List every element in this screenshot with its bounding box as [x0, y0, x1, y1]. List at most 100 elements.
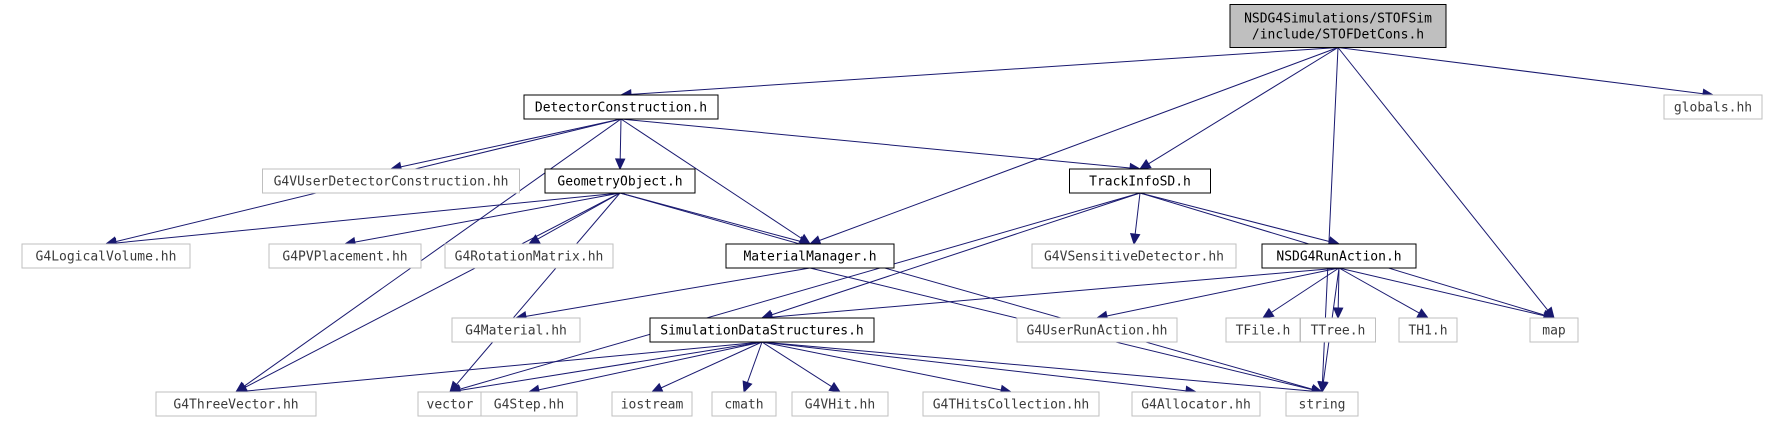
node-label: G4THitsCollection.hh: [933, 398, 1090, 413]
node-label: map: [1542, 324, 1566, 339]
node-label: G4VSensitiveDetector.hh: [1044, 250, 1224, 265]
edge-sds-to-vhit: [761, 341, 842, 393]
node-run[interactable]: NSDG4RunAction.h: [1261, 243, 1417, 269]
edge-line: [115, 192, 621, 244]
edge-line: [245, 341, 763, 392]
node-box: [711, 391, 777, 417]
node-label: G4UserRunAction.hh: [1027, 324, 1168, 339]
node-root[interactable]: NSDG4Simulations/STOFSim/include/STOFDet…: [1229, 4, 1447, 48]
edge-mat-to-g4mat: [514, 267, 811, 322]
edge-line: [456, 192, 621, 385]
node-box: [1229, 4, 1447, 48]
node-label: TrackInfoSD.h: [1089, 175, 1191, 190]
edge-line: [746, 341, 763, 383]
arrowhead-icon: [742, 380, 753, 394]
edge-line: [243, 118, 622, 387]
edge-run-to-ura: [1095, 267, 1340, 322]
arrowhead-icon: [1332, 307, 1344, 320]
node-cmath: cmath: [711, 391, 777, 417]
edge-line: [761, 341, 832, 388]
node-label: TTree.h: [1311, 324, 1366, 339]
node-sds[interactable]: SimulationDataStructures.h: [649, 317, 875, 343]
node-iostream: iostream: [611, 391, 693, 417]
edge-sds-to-cmath: [742, 341, 763, 394]
edge-dc-to-g4udc: [389, 118, 622, 172]
edge-line: [1148, 47, 1339, 165]
node-step: G4Step.hh: [480, 391, 578, 417]
edge-line: [620, 118, 1131, 169]
node-label: G4VUserDetectorConstruction.hh: [274, 175, 509, 190]
edge-root-to-dc: [619, 47, 1339, 100]
node-globals: globals.hh: [1663, 94, 1763, 120]
edge-line: [619, 118, 622, 160]
node-box: [1131, 391, 1261, 417]
edge-run-to-sds: [760, 267, 1340, 323]
node-label: MaterialManager.h: [743, 250, 876, 265]
node-vhit: G4VHit.hh: [791, 391, 889, 417]
node-box: [21, 243, 191, 269]
node-box: [1031, 243, 1237, 269]
node-box: [611, 391, 693, 417]
edge-line: [771, 267, 1340, 318]
node-label: G4ThreeVector.hh: [173, 398, 298, 413]
node-mat[interactable]: MaterialManager.h: [725, 243, 895, 269]
node-box: [444, 243, 614, 269]
edge-line: [537, 192, 621, 240]
node-label: DetectorConstruction.h: [535, 101, 707, 116]
edge-geo-to-pvp: [343, 192, 621, 248]
node-box: [451, 317, 581, 343]
edge-root-to-globals: [1337, 47, 1715, 99]
node-label: SimulationDataStructures.h: [660, 324, 864, 339]
arrowhead-icon: [650, 382, 664, 393]
node-thc: G4THitsCollection.hh: [922, 391, 1100, 417]
arrowhead-icon: [614, 158, 626, 171]
node-box: [1285, 391, 1359, 417]
node-label: TFile.h: [1236, 324, 1291, 339]
edge-line: [1106, 267, 1340, 317]
edge-sds-to-string: [761, 341, 1324, 397]
edge-line: [761, 341, 1313, 392]
node-string: string: [1285, 391, 1359, 417]
node-box: [1529, 317, 1579, 343]
edge-sds-to-alloc: [761, 341, 1198, 397]
node-lv: G4LogicalVolume.hh: [21, 243, 191, 269]
node-th1: TH1.h: [1398, 317, 1458, 343]
edge-track-to-sens: [1129, 192, 1141, 246]
node-label: /include/STOFDetCons.h: [1252, 28, 1424, 43]
edge-line: [459, 192, 1141, 390]
node-label: G4RotationMatrix.hh: [455, 250, 604, 265]
node-rot: G4RotationMatrix.hh: [444, 243, 614, 269]
node-label: GeometryObject.h: [557, 175, 682, 190]
node-ura: G4UserRunAction.hh: [1016, 317, 1178, 343]
node-box: [922, 391, 1100, 417]
edge-line: [459, 341, 763, 391]
node-tv: G4ThreeVector.hh: [155, 391, 317, 417]
arrowhead-icon: [828, 381, 842, 393]
edge-line: [1338, 267, 1545, 317]
node-geo[interactable]: GeometryObject.h: [544, 168, 696, 194]
edge-line: [1134, 192, 1141, 235]
node-track[interactable]: TrackInfoSD.h: [1069, 168, 1211, 194]
node-dc[interactable]: DetectorConstruction.h: [523, 94, 719, 120]
node-box: [649, 317, 875, 343]
node-label: vector: [427, 398, 474, 413]
edge-line: [400, 118, 622, 168]
node-box: [262, 168, 520, 194]
edge-geo-to-tv: [234, 192, 621, 393]
edge-run-to-ttree: [1332, 267, 1344, 320]
header-nodes: NSDG4Simulations/STOFSim/include/STOFDet…: [21, 4, 1763, 417]
node-label: TH1.h: [1408, 324, 1447, 339]
node-box: [417, 391, 483, 417]
edge-line: [1337, 267, 1340, 309]
node-label: G4Step.hh: [494, 398, 564, 413]
node-alloc: G4Allocator.hh: [1131, 391, 1261, 417]
node-label: G4PVPlacement.hh: [282, 250, 407, 265]
node-box: [791, 391, 889, 417]
edge-line: [525, 267, 811, 317]
arrowhead-icon: [1261, 307, 1275, 319]
edge-line: [771, 192, 1141, 316]
node-label: NSDG4RunAction.h: [1276, 250, 1401, 265]
edge-dc-to-track: [620, 118, 1142, 174]
arrowhead-icon: [1318, 380, 1329, 394]
node-ttree: TTree.h: [1300, 317, 1376, 343]
